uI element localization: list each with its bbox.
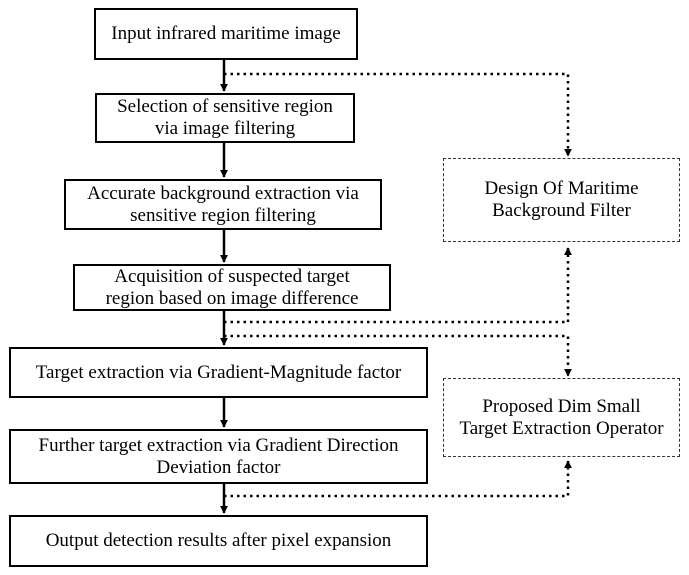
acquisition-text-line-2: region based on image difference <box>105 287 359 309</box>
output-results-text: Output detection results after pixel exp… <box>45 530 392 551</box>
filter-design-text-line-2: Background Filter <box>492 200 631 221</box>
filter-design-text-line-1: Design Of Maritime <box>484 178 639 199</box>
acquisition-text-line-1: Acquisition of suspected target <box>114 265 350 287</box>
gradient-direction-text-line-2: Deviation factor <box>156 456 281 478</box>
background-text-line-1: Accurate background extraction via <box>87 182 359 204</box>
dotted-link-acquisition-to-operator <box>224 334 572 377</box>
gradient-direction-text-line-1: Further target extraction via Gradient D… <box>38 434 399 456</box>
dotted-link-input-to-filter <box>224 72 572 157</box>
maritime-background-filter-box: Design Of Maritime Background Filter <box>443 158 680 242</box>
selection-text-line-1: Selection of sensitive region <box>117 96 333 117</box>
sensitive-region-selection-box: Selection of sensitive region via image … <box>95 93 355 143</box>
selection-text-line-2: via image filtering <box>154 118 296 139</box>
dim-small-target-operator-box: Proposed Dim Small Target Extraction Ope… <box>443 378 680 457</box>
gradient-magnitude-extraction-box: Target extraction via Gradient-Magnitude… <box>9 347 428 398</box>
background-text-line-2: sensitive region filtering <box>130 204 316 226</box>
operator-text-line-2: Target Extraction Operator <box>459 417 664 439</box>
gradient-direction-extraction-box: Further target extraction via Gradient D… <box>9 429 428 484</box>
input-image-text: Input infrared maritime image <box>111 23 341 44</box>
suspected-target-acquisition-box: Acquisition of suspected target region b… <box>73 264 391 311</box>
input-image-box: Input infrared maritime image <box>94 8 358 60</box>
output-results-box: Output detection results after pixel exp… <box>9 515 428 567</box>
operator-text-line-1: Proposed Dim Small <box>482 395 641 417</box>
gradient-magnitude-text: Target extraction via Gradient-Magnitude… <box>35 361 402 383</box>
background-extraction-box: Accurate background extraction via sensi… <box>64 179 382 230</box>
